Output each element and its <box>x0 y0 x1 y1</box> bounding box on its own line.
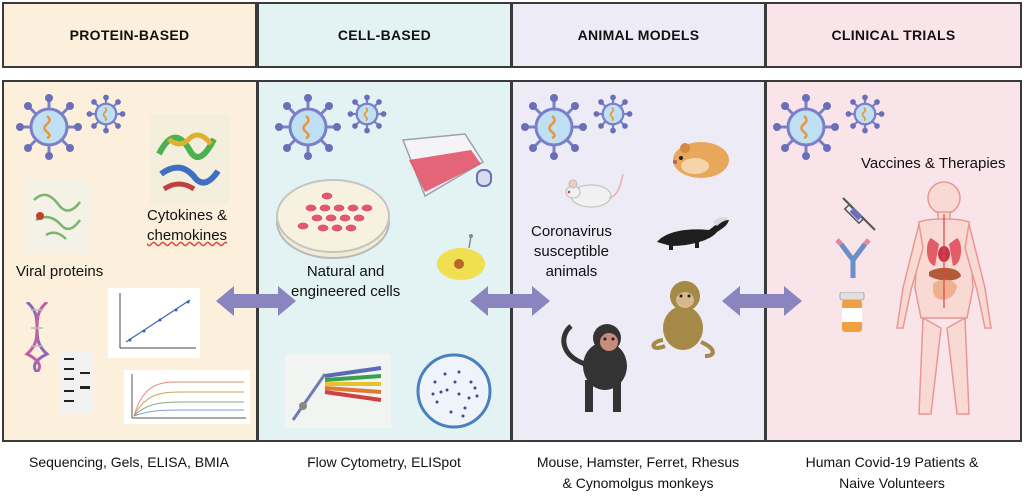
label-line: susceptible <box>533 243 609 260</box>
virus-icon <box>845 94 885 134</box>
virus-icon <box>275 94 341 160</box>
double-arrow-icon <box>470 286 550 316</box>
footer-line: Mouse, Hamster, Ferret, Rhesus <box>536 454 740 470</box>
header-label: PROTEIN-BASED <box>69 27 190 43</box>
footer-animal-models: Mouse, Hamster, Ferret, Rhesus & Cynomol… <box>511 452 765 494</box>
panel-clinical-trials: Vaccines & Therapies <box>765 80 1022 442</box>
virus-icon <box>593 94 633 134</box>
mouse-icon <box>565 173 624 208</box>
header-clinical-trials: CLINICAL TRIALS <box>765 2 1022 68</box>
virus-icon <box>773 94 839 160</box>
viral-proteins-label: Viral proteins <box>16 263 104 280</box>
human-body-icon <box>896 181 992 415</box>
gel-icon <box>60 352 94 414</box>
antibody-icon <box>835 238 871 278</box>
dna-icon <box>24 302 50 372</box>
protein-structure-icon <box>26 180 90 254</box>
footer-line: Flow Cytometry, ELISpot <box>307 454 461 470</box>
label-line: Natural and <box>306 263 385 280</box>
footer-protein-based: Sequencing, Gels, ELISA, BMIA <box>2 452 256 473</box>
protein-structure-icon <box>149 114 229 204</box>
pill-bottle-icon <box>839 292 865 332</box>
header-animal-models: ANIMAL MODELS <box>511 2 766 68</box>
animals-label: Coronavirus susceptible animals <box>531 222 612 282</box>
panel-animal-models: Coronavirus susceptible animals <box>511 80 766 442</box>
footer-line: & Cynomolgus monkeys <box>562 475 714 491</box>
header-cell-based: CELL-BASED <box>257 2 512 68</box>
footer-cell-based: Flow Cytometry, ELISpot <box>257 452 511 473</box>
footer-clinical-trials: Human Covid-19 Patients & Naive Voluntee… <box>765 452 1019 494</box>
double-arrow-icon <box>722 286 802 316</box>
virus-icon <box>86 94 126 134</box>
header-label: CLINICAL TRIALS <box>831 27 956 43</box>
label-line: Coronavirus <box>531 223 612 240</box>
label-line: Cytokines & <box>147 207 228 224</box>
label-line: animals <box>545 263 598 280</box>
label-line: chemokines <box>147 227 228 244</box>
monkey-icon <box>561 324 627 412</box>
label-line: engineered cells <box>291 283 401 300</box>
vaccines-label: Vaccines & Therapies <box>861 155 1006 172</box>
cells-label: Natural and engineered cells <box>291 262 400 302</box>
header-protein-based: PROTEIN-BASED <box>2 2 257 68</box>
graph-icon <box>108 288 200 358</box>
header-label: CELL-BASED <box>337 27 432 43</box>
cell-dish-icon <box>437 234 485 280</box>
syringe-icon <box>842 197 876 231</box>
double-arrow-icon <box>216 286 296 316</box>
monkey-icon <box>651 281 715 358</box>
footer-line: Sequencing, Gels, ELISA, BMIA <box>29 454 229 470</box>
flow-cytometer-icon <box>285 354 391 428</box>
footer-line: Human Covid-19 Patients & <box>805 454 979 470</box>
panel-cell-based: Natural and engineered cells <box>257 80 512 442</box>
panel-protein-based: Cytokines & chemokines Viral proteins <box>2 80 258 442</box>
cytokines-label: Cytokines & chemokines <box>147 206 227 246</box>
virus-icon <box>347 94 387 134</box>
graph-icon <box>124 370 250 424</box>
virus-icon <box>16 94 82 160</box>
elispot-dish-icon <box>416 353 492 429</box>
header-label: ANIMAL MODELS <box>577 27 700 43</box>
footer-line: Naive Volunteers <box>839 475 945 491</box>
ferret-icon <box>657 217 729 250</box>
hamster-icon <box>673 142 729 178</box>
virus-icon <box>521 94 587 160</box>
flask-icon <box>401 133 492 198</box>
petri-dish-icon <box>276 179 390 259</box>
